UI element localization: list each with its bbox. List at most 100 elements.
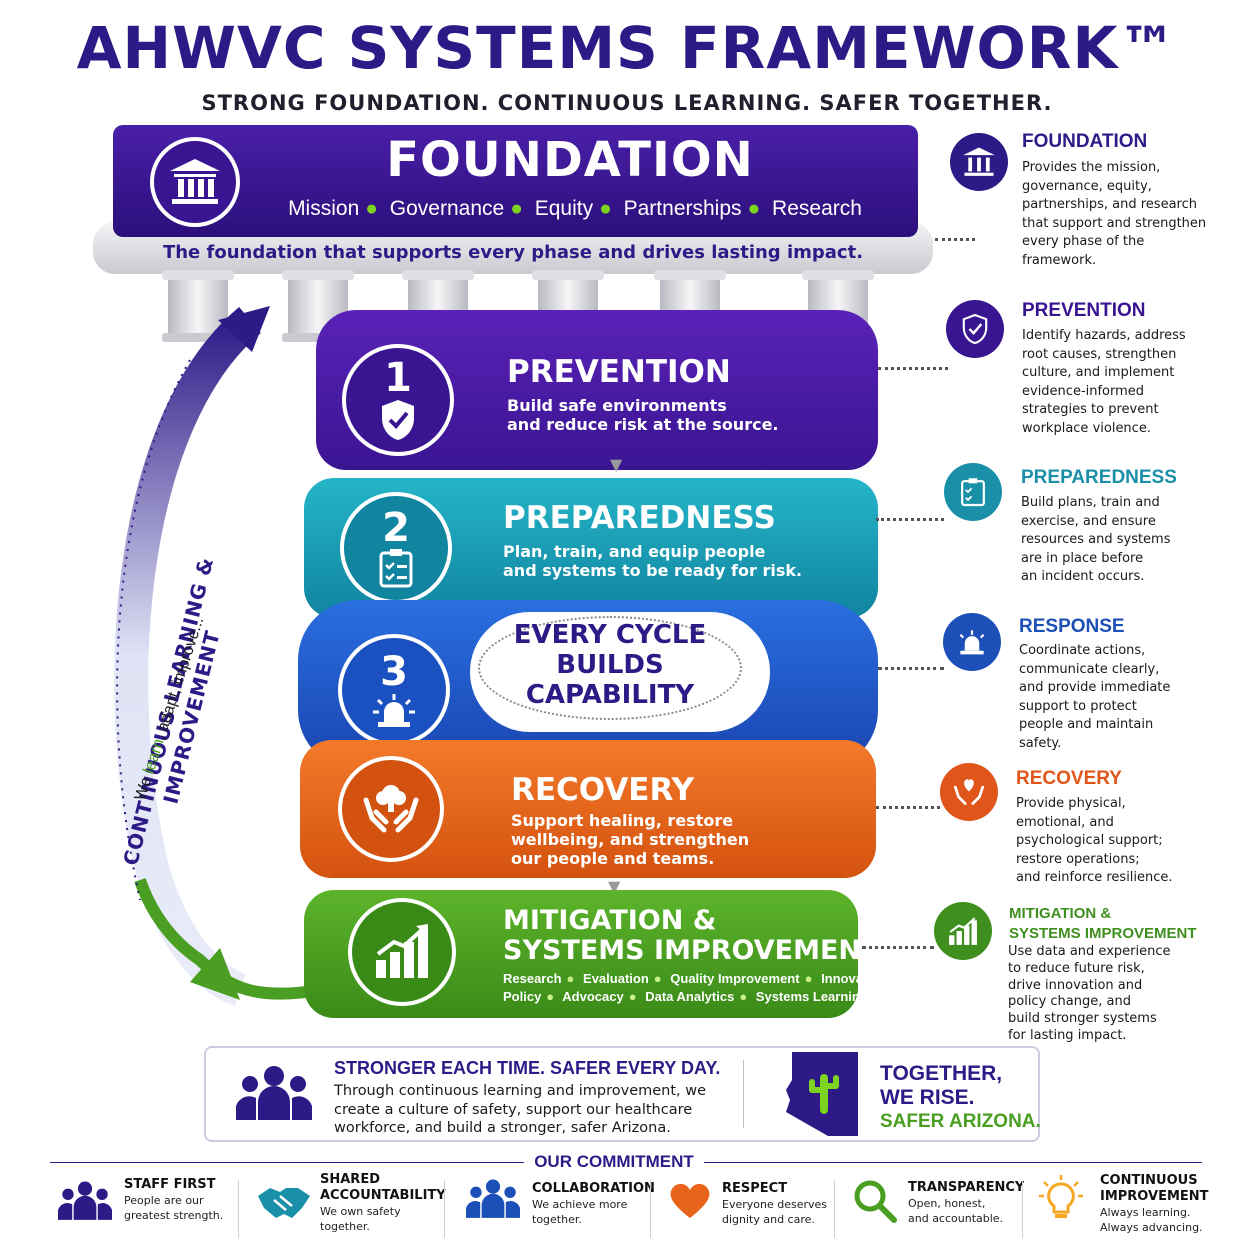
rp-line: strategies to prevent	[1022, 402, 1159, 417]
chevron-down-icon: ▼	[610, 455, 623, 474]
rp-line: culture, and implement	[1022, 365, 1175, 380]
phase-desc-line: Build safe environments	[507, 396, 727, 415]
rp-text: Use data and experience to reduce future…	[1008, 944, 1218, 1045]
page-subtitle: STRONG FOUNDATION. CONTINUOUS LEARNING. …	[201, 91, 1053, 115]
page-title: AHWVC SYSTEMS FRAMEWORK™	[76, 14, 1178, 82]
rp-line: policy change, and	[1008, 994, 1131, 1010]
bar-chart-up-icon	[934, 902, 992, 960]
foundation-item: Research	[772, 197, 862, 220]
commitment-item: STAFF FIRST People are our greatest stre…	[124, 1177, 223, 1223]
mitigation-tags-row2: Policy● Advocacy● Data Analytics● System…	[503, 989, 868, 1004]
phase-title: PREVENTION	[507, 354, 731, 390]
commitment-item: COLLABORATION We achieve more together.	[532, 1181, 655, 1227]
commitment-item-text: dignity and care.	[722, 1213, 815, 1226]
rp-line: build stronger systems	[1008, 1011, 1157, 1027]
bullet-dot: ●	[599, 197, 612, 220]
rp-title-line: MITIGATION &	[1009, 905, 1112, 922]
team-icon	[466, 1176, 520, 1224]
rp-title: FOUNDATION	[1022, 131, 1148, 152]
rp-title: PREVENTION	[1022, 300, 1146, 321]
commitment-item: TRANSPARENCY Open, honest, and accountab…	[908, 1180, 1024, 1226]
bar-chart-up-icon	[376, 924, 428, 978]
bullet-dot: ●	[365, 197, 378, 220]
center-label-line: BUILDS	[556, 650, 664, 680]
foundation-item: Mission	[288, 197, 360, 220]
mitigation-tag: Advocacy	[562, 989, 624, 1004]
rp-line: exercise, and ensure	[1021, 513, 1156, 529]
phase-desc-line: wellbeing, and strengthen	[511, 830, 750, 849]
rp-text: Provide physical, emotional, and psychol…	[1016, 795, 1216, 888]
commitment-item-title: RESPECT	[722, 1181, 788, 1196]
together-line: TOGETHER,	[880, 1062, 1003, 1085]
commitment-item-text: together.	[320, 1220, 370, 1233]
phase-badge-4	[338, 756, 444, 862]
rp-title-line: SYSTEMS IMPROVEMENT	[1009, 925, 1197, 942]
arizona-cactus-icon	[784, 1050, 862, 1142]
phase-desc-line: Plan, train, and equip people	[503, 542, 766, 561]
people-group-icon	[58, 1178, 112, 1226]
commitment-item-title: ACCOUNTABILITY	[320, 1188, 446, 1203]
foundation-item: Governance	[389, 197, 505, 220]
loop-arrow	[114, 306, 321, 1007]
phase-number: 2	[382, 505, 410, 551]
heart-hands-icon	[940, 763, 998, 821]
phase-desc-line: and reduce risk at the source.	[507, 415, 779, 434]
rp-line: framework.	[1022, 252, 1097, 268]
rp-line: governance, equity,	[1022, 178, 1152, 194]
rp-line: drive innovation and	[1008, 977, 1143, 993]
rp-title: RESPONSE	[1019, 616, 1125, 637]
together-line: WE RISE.	[880, 1086, 975, 1109]
people-group-icon	[236, 1062, 312, 1126]
rp-line: root causes, strengthen	[1022, 346, 1177, 362]
commitment-item-text: We own safety	[320, 1205, 401, 1218]
divider	[1022, 1180, 1023, 1238]
foundation-item: Equity	[534, 197, 594, 220]
mitigation-tag: Data Analytics	[645, 989, 735, 1004]
rp-line: evidence-informed	[1022, 383, 1145, 399]
rp-line: to reduce future risk,	[1008, 960, 1145, 976]
leader-line	[876, 806, 940, 809]
phase-number: 3	[380, 649, 408, 695]
heart-hands-icon	[363, 785, 419, 833]
heart-icon	[668, 1180, 712, 1224]
rp-line: restore operations;	[1016, 851, 1140, 867]
magnifier-icon	[852, 1178, 898, 1228]
building-columns-icon	[150, 137, 240, 227]
lightbulb-icon	[1038, 1174, 1084, 1228]
commitment-item: SHARED ACCOUNTABILITY We own safety toge…	[320, 1172, 446, 1234]
siren-icon	[943, 613, 1001, 671]
clipboard-checklist-icon	[944, 463, 1002, 521]
commitment-item-title: SHARED	[320, 1172, 380, 1187]
rp-line: safety.	[1019, 735, 1062, 751]
rp-line: resources and systems	[1021, 532, 1171, 547]
rp-text: Build plans, train and exercise, and ens…	[1021, 494, 1211, 587]
phase-desc: Build safe environments and reduce risk …	[507, 396, 779, 434]
phase-title-line: MITIGATION &	[503, 905, 717, 936]
together-text: TOGETHER, WE RISE. SAFER ARIZONA.	[880, 1062, 1041, 1134]
phase-title: PREPAREDNESS	[503, 500, 776, 536]
commitment-item-text: Always advancing.	[1100, 1221, 1203, 1234]
center-label: EVERY CYCLE BUILDS CAPABILITY	[478, 620, 742, 710]
bullet-dot: ●	[510, 197, 523, 220]
divider	[238, 1180, 239, 1238]
phase-badge-5	[348, 898, 456, 1006]
shield-check-icon	[946, 300, 1004, 358]
building-columns-icon	[950, 133, 1008, 191]
commitment-item-text: greatest strength.	[124, 1209, 224, 1222]
rp-line: Identify hazards, address	[1022, 328, 1186, 343]
mitigation-tags-row1: Research● Evaluation● Quality Improvemen…	[503, 971, 887, 986]
commitment-item: RESPECT Everyone deserves dignity and ca…	[722, 1181, 827, 1227]
divider	[834, 1180, 835, 1238]
rp-line: that support and strengthen	[1022, 215, 1207, 231]
mitigation-tag: Quality Improvement	[670, 971, 800, 986]
rp-text: Coordinate actions, communicate clearly,…	[1019, 642, 1209, 753]
banner-line: create a culture of safety, support our …	[334, 1101, 693, 1118]
rp-line: Provides the mission,	[1022, 160, 1161, 175]
commitment-item-title: CONTINUOUS	[1100, 1173, 1198, 1188]
center-label-line: CAPABILITY	[525, 680, 695, 710]
siren-icon	[373, 694, 415, 727]
banner-box	[204, 1046, 1040, 1142]
rp-line: people and maintain	[1019, 717, 1154, 732]
phase-badge-3: 3	[338, 634, 450, 746]
center-label-line: EVERY CYCLE	[513, 620, 707, 650]
